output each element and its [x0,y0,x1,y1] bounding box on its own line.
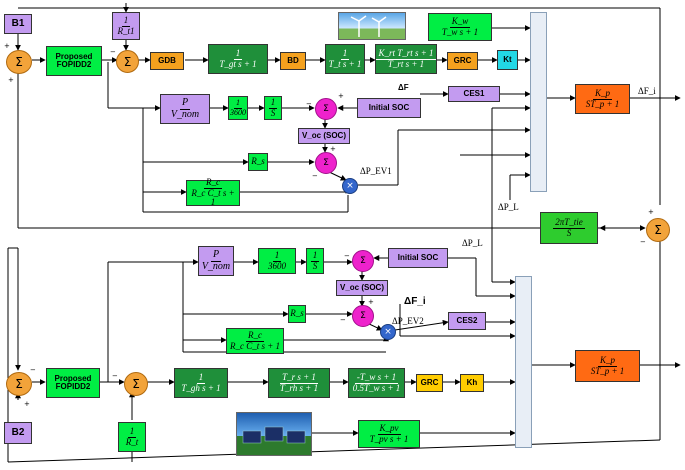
voc-soc-block-1: V_oc (SOC) [298,128,350,144]
grc-block-top: GRC [447,52,478,70]
delta-pl-label-bottom: ΔP_L [462,238,483,248]
ces2-block: CES2 [448,312,486,330]
sign-minus-b2: − [30,366,36,374]
delta-f-label: ΔF [398,83,409,92]
product-ev2: × [380,324,396,340]
sign-minus-d1: − [110,48,116,56]
sign-minus-v2: − [340,316,346,324]
sign-plus-tie: + [648,208,654,216]
sign-minus-soc2: − [344,252,350,260]
delta-f1-label: ΔF_i [638,86,656,96]
delta-pl-label-top: ΔP_L [498,202,519,212]
wind-turbine-image [338,12,406,40]
sum-droop-2: Σ [124,372,148,396]
sign-plus-v1: + [330,145,336,153]
sign-plus-v2: + [368,298,374,306]
fopid-controller-2: Proposed FOPIDD2 [46,368,100,398]
bd-block: BD [280,52,306,70]
mux-top [530,12,547,192]
sum-tie: Σ [646,218,670,242]
sign-plus-soc1: + [338,92,344,100]
delta-pev2-label: ΔP_EV2 [392,316,424,326]
sum-soc-1: Σ [315,98,337,120]
mux-bottom [515,276,532,448]
fopid-controller-1: Proposed FOPIDD2 [46,46,102,76]
sign-plus-b2: + [24,400,30,408]
ces1-block: CES1 [448,86,500,102]
sum-soc-2: Σ [352,250,374,272]
sum-b1: Σ [6,50,32,74]
sign-minus-d2: − [112,372,118,380]
sign-plus-b1: + [4,42,10,50]
voc-soc-block-2: V_oc (SOC) [336,280,388,296]
solar-pv-image [236,412,312,456]
gdb-block: GDB [150,52,184,70]
kh-gain-block: Kh [460,374,484,392]
sign-minus-soc1: − [306,100,312,108]
wind-turbine-icon [350,15,387,37]
b1-block: B1 [4,14,32,34]
sign-minus-v1: − [312,172,318,180]
sum-b2: Σ [6,372,32,396]
delta-pev1-label: ΔP_EV1 [360,166,392,176]
initial-soc-block-2: Initial SOC [388,248,448,268]
sign-minus-tie: − [640,238,646,246]
kt-gain-block: Kt [497,50,518,70]
product-ev1: × [342,178,358,194]
solar-panel-icon [242,426,306,444]
delta-fi-label: ΔF_i [404,296,426,307]
sum-voltage-2: Σ [352,305,374,327]
sum-voltage-1: Σ [315,152,337,174]
sum-droop-1: Σ [116,50,139,73]
grc-block-bottom: GRC [416,374,443,392]
rs-block-1: R_s [248,153,268,171]
sign-plus-fb1: + [8,76,14,84]
b2-block: B2 [4,422,32,444]
rs-block-2: R_s [288,305,306,323]
initial-soc-block-1: Initial SOC [357,98,421,118]
